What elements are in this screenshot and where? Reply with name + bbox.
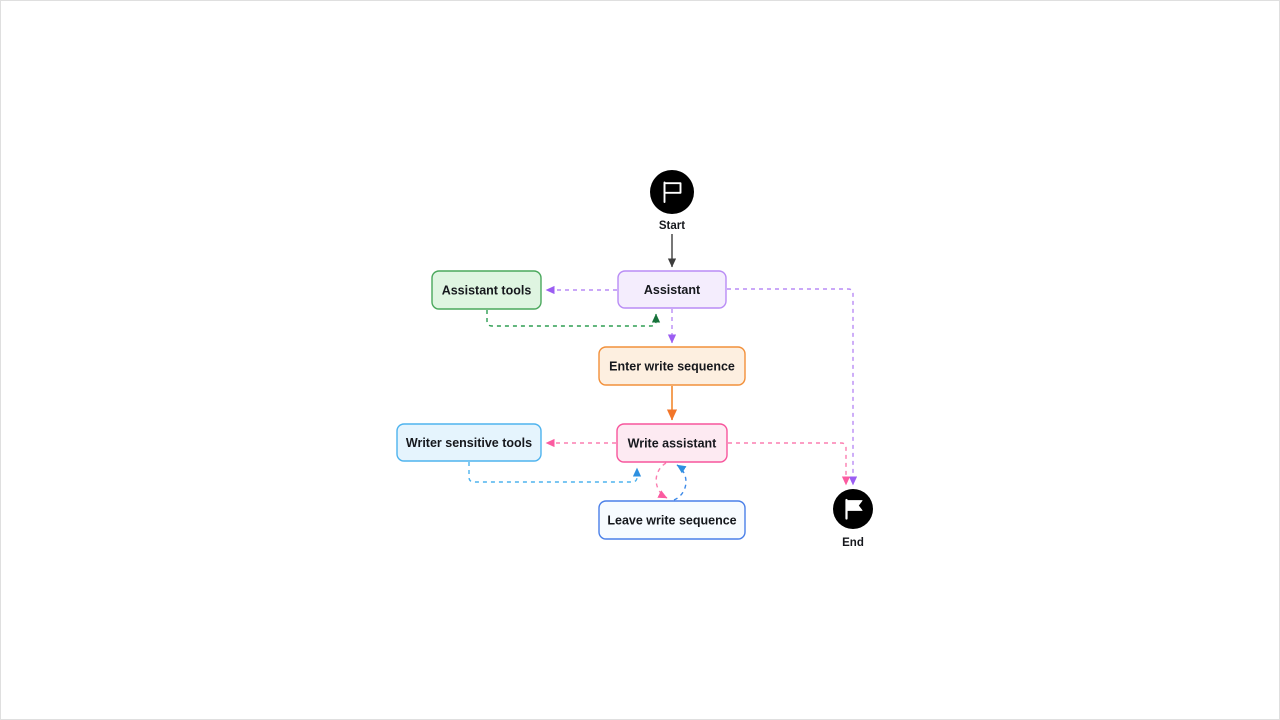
edge-assistant-tools-to-assistant[interactable] xyxy=(486,310,661,327)
node-writer-sensitive-tools-label: Writer sensitive tools xyxy=(406,436,532,450)
flag-outline-icon xyxy=(663,181,682,203)
flag-filled-icon xyxy=(845,498,863,520)
terminal-start-label: Start xyxy=(659,220,685,232)
edge-write-assistant-to-end[interactable] xyxy=(728,442,851,486)
edges-layer xyxy=(468,234,858,501)
terminal-end-label: End xyxy=(842,537,864,549)
node-write-assistant-shape[interactable] xyxy=(616,423,728,463)
node-assistant-tools-label: Assistant tools xyxy=(442,283,532,297)
node-write-assistant[interactable]: Write assistant xyxy=(616,423,728,463)
node-assistant[interactable]: Assistant xyxy=(617,270,727,309)
node-leave-write-sequence-shape[interactable] xyxy=(598,500,746,540)
edge-leave-write-sequence-to-write-assistant[interactable] xyxy=(673,464,687,501)
node-assistant-label: Assistant xyxy=(644,283,701,297)
nodes-layer: Assistant tools Assistant Enter write se… xyxy=(396,270,746,540)
node-leave-write-sequence[interactable]: Leave write sequence xyxy=(598,500,746,540)
terminals-layer: Start End xyxy=(650,170,873,549)
edge-write-assistant-to-leave-write-sequence[interactable] xyxy=(655,462,668,499)
node-leave-write-sequence-label: Leave write sequence xyxy=(607,513,736,527)
node-writer-sensitive-tools-shape[interactable] xyxy=(396,423,542,462)
node-assistant-shape[interactable] xyxy=(617,270,727,309)
node-writer-sensitive-tools[interactable]: Writer sensitive tools xyxy=(396,423,542,462)
node-enter-write-sequence[interactable]: Enter write sequence xyxy=(598,346,746,386)
node-enter-write-sequence-label: Enter write sequence xyxy=(609,359,735,373)
terminal-start[interactable]: Start xyxy=(650,170,694,232)
node-assistant-tools[interactable]: Assistant tools xyxy=(431,270,542,310)
node-enter-write-sequence-shape[interactable] xyxy=(598,346,746,386)
edge-assistant-to-end[interactable] xyxy=(727,288,858,486)
terminal-end[interactable]: End xyxy=(833,489,873,549)
node-assistant-tools-shape[interactable] xyxy=(431,270,542,310)
edge-writer-sensitive-tools-to-write-assistant[interactable] xyxy=(468,462,642,483)
node-write-assistant-label: Write assistant xyxy=(628,436,718,450)
